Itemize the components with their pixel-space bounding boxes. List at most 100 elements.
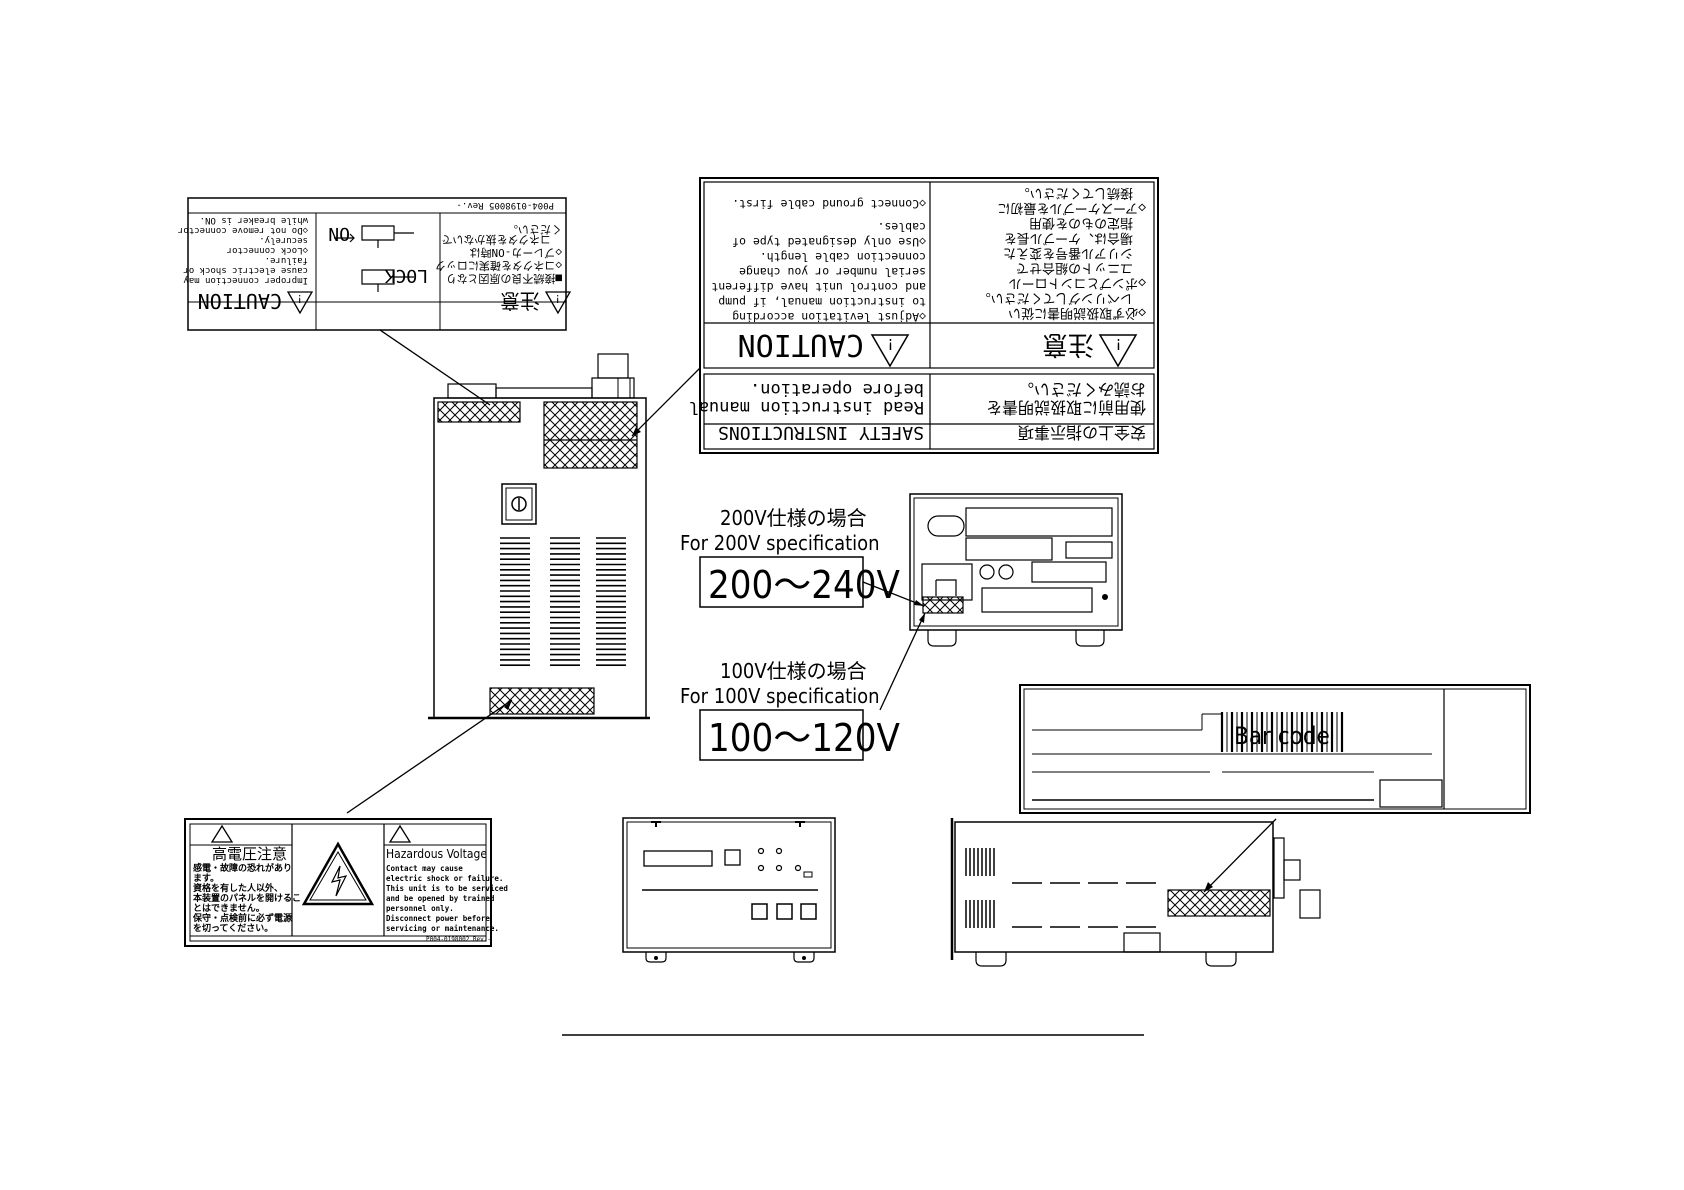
label-position-hatch bbox=[543, 401, 638, 469]
en-body-line: ◇Do not remove connector bbox=[177, 225, 308, 235]
hazard-en-body: personnel only. bbox=[386, 904, 454, 913]
ja-body-line: シリアル番号を変えた bbox=[1003, 245, 1146, 261]
safety-en-body: Read instruction manual bbox=[689, 397, 924, 417]
voltage-200-en: For 200V specification bbox=[680, 531, 880, 555]
en-body-line: ◇Connect ground cable first. bbox=[732, 197, 926, 211]
ja-body-line: ◇必ず取扱説明書に従い bbox=[1008, 305, 1146, 321]
hazard-label: 高電圧注意 感電・故障の恐れがあり ます。 資格を有した人以外、 本装置のパネル… bbox=[184, 818, 508, 947]
on-text: ON bbox=[328, 223, 350, 244]
power-symbol-icon bbox=[511, 496, 527, 512]
en-body-line: securely. bbox=[259, 235, 308, 245]
en-body-line: cables. bbox=[878, 220, 926, 234]
en-body-line: serial number or you change bbox=[739, 265, 926, 279]
en-body-line: to instruction manual, if pump bbox=[718, 295, 926, 309]
safety-en-title: SAFETY INSTRUCTIONS bbox=[718, 422, 924, 443]
leader-line bbox=[346, 699, 513, 814]
svg-text:!: ! bbox=[554, 292, 561, 305]
safety-ja-title: 安全上の指示事項 bbox=[1018, 423, 1146, 442]
lightning-bolt-icon bbox=[301, 841, 375, 906]
ja-body-line: ◇コネクタを確実にロック bbox=[435, 259, 562, 273]
warning-triangle-icon bbox=[388, 824, 412, 843]
barcode-text: Bar code bbox=[1234, 722, 1330, 750]
control-unit-front-view bbox=[428, 353, 650, 720]
vent-slots bbox=[965, 848, 995, 928]
hazard-en-body: servicing or maintenance. bbox=[386, 924, 499, 933]
caution-en-title: CAUTION bbox=[738, 327, 864, 362]
en-body-line: connection cable length. bbox=[760, 250, 926, 264]
en-body-line: ◇Adjust levitation according bbox=[732, 310, 926, 324]
hazard-part-no: P004-0198002 Rev.- bbox=[426, 936, 491, 943]
power-switch bbox=[501, 483, 537, 525]
hazard-ja-body: ます。 bbox=[193, 873, 219, 884]
unit-side-view bbox=[950, 818, 1321, 967]
hazard-ja-body: 資格を有した人以外、 bbox=[193, 882, 283, 894]
en-body-line: ◇Lock connector bbox=[226, 245, 308, 255]
voltage-100-label: 100V仕様の場合 For 100V specification 100～120… bbox=[680, 659, 900, 761]
safety-caution-label: ! 注意 ! CAUTION ◇必ず取扱説明書に従い レベリングしてください。 … bbox=[689, 177, 1159, 454]
warning-triangle-icon: ! bbox=[870, 334, 910, 368]
warning-triangle-icon: ! bbox=[544, 291, 572, 315]
vent-slots bbox=[500, 537, 626, 667]
ja-body-line: ユニットの組合せで bbox=[1016, 260, 1146, 275]
leader-line bbox=[1203, 818, 1277, 893]
en-body-line: Improper connection may bbox=[183, 275, 308, 285]
caution-ja-title: 注意 bbox=[1042, 329, 1094, 359]
warning-triangle-icon: ! bbox=[1098, 334, 1138, 368]
caution-en-title-small: CAUTION bbox=[198, 289, 282, 313]
hazard-ja-body: とはできません。 bbox=[193, 903, 265, 914]
ja-body-line: 指定のものを使用 bbox=[1029, 215, 1146, 231]
voltage-200-label: 200V仕様の場合 For 200V specification 200～240… bbox=[680, 506, 900, 608]
leader-line bbox=[631, 367, 701, 437]
svg-text:!: ! bbox=[296, 292, 303, 305]
lock-text: LOCK bbox=[384, 265, 428, 286]
voltage-100-en: For 100V specification bbox=[680, 684, 880, 708]
voltage-200-ja: 200V仕様の場合 bbox=[720, 506, 867, 530]
label-position-hatch bbox=[437, 401, 521, 423]
ja-body-line: レベリングしてください。 bbox=[978, 290, 1146, 305]
hazard-ja-body: 保守・点検前に必ず電源 bbox=[192, 912, 292, 924]
en-body-line: ◇Use only designated type of bbox=[732, 235, 926, 249]
hazard-ja-body: を切ってください。 bbox=[193, 923, 273, 934]
hazard-en-body: Contact may cause bbox=[386, 864, 463, 873]
hazard-en-body: This unit is to be serviced bbox=[386, 884, 508, 893]
voltage-100-ja: 100V仕様の場合 bbox=[720, 659, 867, 683]
ja-body-line: ■接続不良の原因となり bbox=[446, 272, 562, 286]
hazard-ja-body: 感電・故障の恐れがあり bbox=[193, 862, 292, 874]
ja-body-line: 接続してください。 bbox=[1017, 185, 1146, 201]
label-position-hatch bbox=[489, 687, 595, 715]
unit-front-panel-view bbox=[622, 817, 836, 963]
ja-body-line: ください。 bbox=[507, 223, 562, 236]
part-number-small: P004-0198005 Rev.- bbox=[456, 200, 554, 210]
label-position-hatch bbox=[922, 596, 964, 614]
en-body-line: and control unit have different bbox=[711, 280, 926, 294]
svg-text:!: ! bbox=[886, 335, 895, 353]
safety-ja-body: お読みください。 bbox=[1018, 380, 1146, 399]
en-body-line: failure. bbox=[265, 255, 308, 265]
voltage-100-value: 100～120V bbox=[708, 716, 900, 760]
en-body-line: while breaker is ON. bbox=[200, 215, 308, 225]
hazard-ja-body: 本装置のパネルを開けるこ bbox=[193, 892, 301, 904]
hazard-en-body: Disconnect power before bbox=[386, 914, 490, 923]
safety-ja-body: 使用前に取扱説明書を bbox=[986, 398, 1146, 417]
ja-body-line: ◇ポンプとコントロール bbox=[1009, 275, 1146, 290]
hazard-en-title: Hazardous Voltage bbox=[386, 847, 487, 861]
hazard-en-body: electric shock or failure. bbox=[386, 874, 503, 883]
voltage-200-value: 200～240V bbox=[708, 563, 900, 607]
barcode-label: Bar code bbox=[1019, 684, 1531, 814]
ja-body-line: ◇ブレーカ-ON時は bbox=[470, 246, 563, 260]
svg-text:!: ! bbox=[1114, 335, 1123, 353]
connector-lock-icon bbox=[334, 225, 414, 292]
hazard-en-body: and be opened by trained bbox=[386, 894, 494, 903]
leader-line bbox=[379, 329, 491, 406]
barcode-icon bbox=[1220, 712, 1344, 752]
safety-en-body: before operation. bbox=[750, 379, 924, 399]
leader-line bbox=[879, 612, 926, 711]
caution-ja-title-small: 注意 bbox=[500, 289, 540, 313]
warning-triangle-icon bbox=[210, 824, 234, 843]
ja-body-line: コネクタを抜かないで bbox=[442, 233, 562, 247]
ja-body-line: 場合は、ケーブル長を bbox=[1004, 230, 1146, 246]
caution-label-small: P004-0198005 Rev.- ! 注意 ! CAUTION ■接続不良の… bbox=[177, 197, 572, 331]
hazard-ja-title: 高電圧注意 bbox=[212, 845, 287, 863]
label-position-hatch bbox=[1167, 889, 1271, 917]
